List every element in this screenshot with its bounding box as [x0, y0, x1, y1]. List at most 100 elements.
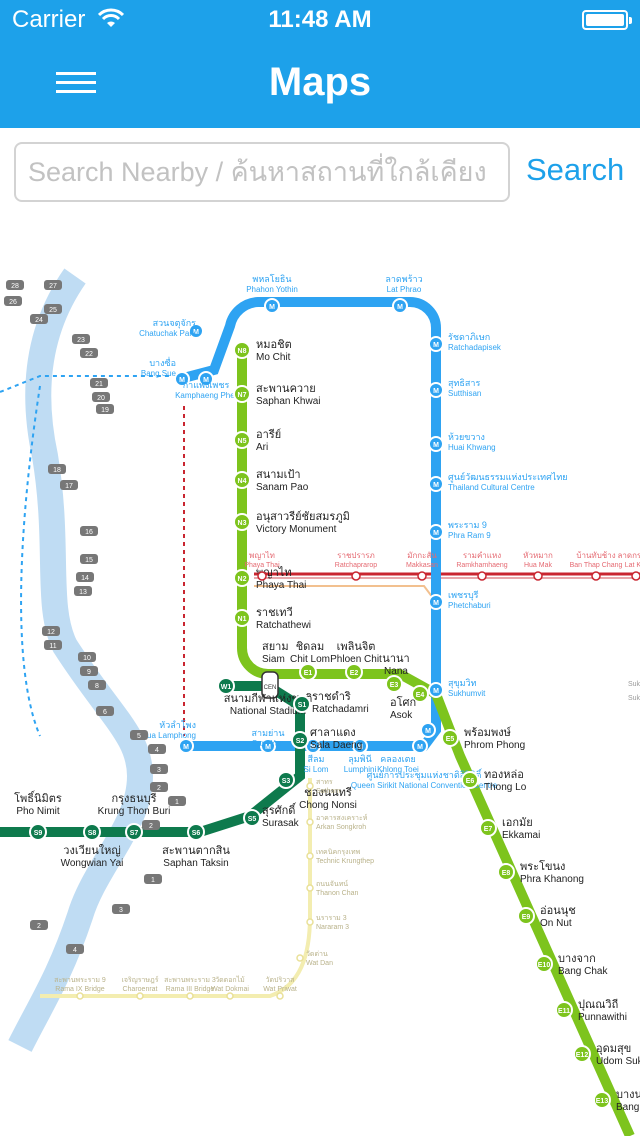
- arl-station[interactable]: [351, 571, 361, 581]
- station-s2[interactable]: S2: [291, 731, 309, 749]
- station-n1[interactable]: N1: [233, 609, 251, 627]
- pier-marker[interactable]: 11: [44, 640, 62, 650]
- arl-station[interactable]: [417, 571, 427, 581]
- brt-station[interactable]: [306, 818, 314, 826]
- pier-marker[interactable]: 25: [44, 304, 62, 314]
- pier-marker[interactable]: 14: [76, 572, 94, 582]
- brt-station[interactable]: [306, 782, 314, 790]
- station-s3[interactable]: S3: [277, 771, 295, 789]
- pier-marker[interactable]: 4: [148, 744, 166, 754]
- station-e3[interactable]: E3: [385, 675, 403, 693]
- station-n5[interactable]: N5: [233, 431, 251, 449]
- station-m-huaikhwang[interactable]: M: [428, 436, 444, 452]
- pier-marker[interactable]: 26: [4, 296, 22, 306]
- station-w1[interactable]: W1: [217, 677, 235, 695]
- station-s5[interactable]: S5: [243, 809, 261, 827]
- pier-marker[interactable]: 4: [66, 944, 84, 954]
- pier-marker[interactable]: 23: [72, 334, 90, 344]
- station-m-phetchaburi[interactable]: M: [428, 594, 444, 610]
- station-siam-interchange[interactable]: [261, 671, 279, 699]
- station-s7[interactable]: S7: [125, 823, 143, 841]
- station-e4[interactable]: E4: [411, 685, 429, 703]
- pier-marker[interactable]: 9: [80, 666, 98, 676]
- pier-marker[interactable]: 15: [80, 554, 98, 564]
- arl-station[interactable]: [477, 571, 487, 581]
- station-e6[interactable]: E6: [461, 771, 479, 789]
- brt-station[interactable]: [226, 992, 234, 1000]
- station-e12[interactable]: E12: [573, 1045, 591, 1063]
- station-e8[interactable]: E8: [497, 863, 515, 881]
- brt-station[interactable]: [306, 852, 314, 860]
- station-n2[interactable]: N2: [233, 569, 251, 587]
- arl-station[interactable]: [631, 571, 640, 581]
- station-s9[interactable]: S9: [29, 823, 47, 841]
- station-s6[interactable]: S6: [187, 823, 205, 841]
- brt-station[interactable]: [136, 992, 144, 1000]
- pier-marker[interactable]: 2: [150, 782, 168, 792]
- station-n7[interactable]: N7: [233, 385, 251, 403]
- station-m-ratchadaphisek[interactable]: M: [428, 336, 444, 352]
- brt-station[interactable]: [306, 918, 314, 926]
- station-n3[interactable]: N3: [233, 513, 251, 531]
- pier-marker[interactable]: 17: [60, 480, 78, 490]
- search-button[interactable]: Search: [526, 152, 625, 187]
- station-s1[interactable]: S1: [293, 695, 311, 713]
- pier-marker[interactable]: 3: [150, 764, 168, 774]
- station-e10[interactable]: E10: [535, 955, 553, 973]
- station-e2[interactable]: E2: [345, 663, 363, 681]
- pier-marker[interactable]: 1: [144, 874, 162, 884]
- menu-icon[interactable]: [56, 72, 96, 98]
- station-e11[interactable]: E11: [555, 1001, 573, 1019]
- arl-station[interactable]: [533, 571, 543, 581]
- pier-marker[interactable]: 24: [30, 314, 48, 324]
- station-m-chatuchak[interactable]: M: [188, 323, 204, 339]
- station-m-hualamphong[interactable]: M: [178, 738, 194, 754]
- pier-marker[interactable]: 16: [80, 526, 98, 536]
- station-e9[interactable]: E9: [517, 907, 535, 925]
- search-input[interactable]: [14, 142, 510, 202]
- pier-marker[interactable]: 1: [168, 796, 186, 806]
- pier-marker[interactable]: 22: [80, 348, 98, 358]
- arl-station[interactable]: [591, 571, 601, 581]
- pier-marker[interactable]: 10: [78, 652, 96, 662]
- pier-marker[interactable]: 20: [92, 392, 110, 402]
- pier-marker[interactable]: 12: [42, 626, 60, 636]
- pier-marker[interactable]: 8: [88, 680, 106, 690]
- pier-marker[interactable]: 13: [74, 586, 92, 596]
- pier-marker[interactable]: 3: [112, 904, 130, 914]
- pier-marker[interactable]: 21: [90, 378, 108, 388]
- station-m-samyan[interactable]: M: [260, 738, 276, 754]
- station-e5[interactable]: E5: [441, 729, 459, 747]
- station-m-sukhumvit[interactable]: M: [428, 682, 444, 698]
- station-n8[interactable]: N8: [233, 341, 251, 359]
- station-s8[interactable]: S8: [83, 823, 101, 841]
- pier-marker[interactable]: 6: [96, 706, 114, 716]
- arl-station[interactable]: [257, 571, 267, 581]
- pier-marker[interactable]: 2: [142, 820, 160, 830]
- pier-marker[interactable]: 5: [130, 730, 148, 740]
- station-m-cultural[interactable]: M: [428, 476, 444, 492]
- pier-marker[interactable]: 28: [6, 280, 24, 290]
- brt-station[interactable]: [306, 884, 314, 892]
- station-m-phahon[interactable]: M: [264, 298, 280, 314]
- station-m-bangsue[interactable]: M: [174, 371, 190, 387]
- pier-marker[interactable]: 19: [96, 404, 114, 414]
- station-m-kamphaeng[interactable]: M: [198, 371, 214, 387]
- station-m-lumphini[interactable]: M: [352, 738, 368, 754]
- station-m-qsncc[interactable]: M: [412, 738, 428, 754]
- station-e7[interactable]: E7: [479, 819, 497, 837]
- brt-station[interactable]: [276, 992, 284, 1000]
- station-m-khlongtoei[interactable]: M: [420, 722, 436, 738]
- station-m-sutthisan[interactable]: M: [428, 382, 444, 398]
- pier-marker[interactable]: 2: [30, 920, 48, 930]
- pier-marker[interactable]: 18: [48, 464, 66, 474]
- brt-station[interactable]: [76, 992, 84, 1000]
- pier-marker[interactable]: 27: [44, 280, 62, 290]
- brt-station[interactable]: [296, 954, 304, 962]
- station-n4[interactable]: N4: [233, 471, 251, 489]
- station-m-rama9[interactable]: M: [428, 524, 444, 540]
- brt-station[interactable]: [186, 992, 194, 1000]
- station-m-latphrao[interactable]: M: [392, 298, 408, 314]
